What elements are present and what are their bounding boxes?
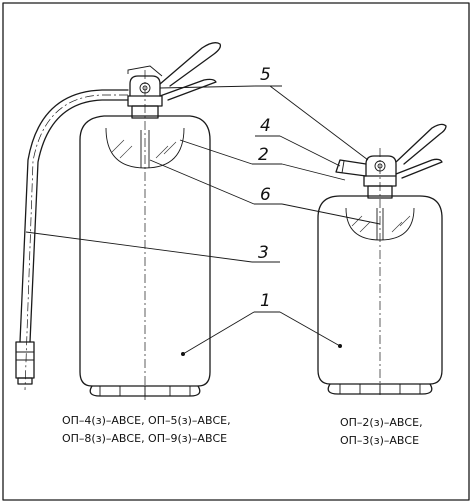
- callout-4: 4: [260, 116, 271, 136]
- caption-large-line-1: ОП–4(з)–АВСЕ, ОП–5(з)–АВСЕ,: [62, 414, 231, 427]
- small-dome-hatch: [351, 215, 411, 233]
- small-body: [317, 195, 443, 385]
- large-hose: [19, 89, 129, 343]
- leader-lines: [25, 85, 381, 355]
- large-lever: [159, 42, 222, 87]
- drawing-frame: [2, 2, 470, 501]
- caption-small-line-1: ОП–2(з)–АВСЕ,: [340, 416, 423, 429]
- small-nozzle: [335, 159, 367, 177]
- callout-6: 6: [260, 185, 271, 205]
- large-dome-hatch: [111, 139, 177, 159]
- caption-large-line-2: ОП–8(з)–АВСЕ, ОП–9(з)–АВСЕ: [62, 432, 227, 445]
- small-valve-head: [365, 155, 397, 177]
- callout-5: 5: [260, 65, 271, 85]
- callout-2: 2: [258, 145, 269, 165]
- caption-small-line-2: ОП–3(з)–АВСЕ: [340, 434, 419, 447]
- small-extinguisher: [317, 123, 447, 398]
- callout-1: 1: [260, 291, 271, 311]
- large-valve-head: [129, 75, 161, 97]
- large-extinguisher: [15, 42, 222, 400]
- large-body: [79, 115, 211, 387]
- callout-3: 3: [258, 243, 269, 263]
- small-lever: [395, 123, 447, 165]
